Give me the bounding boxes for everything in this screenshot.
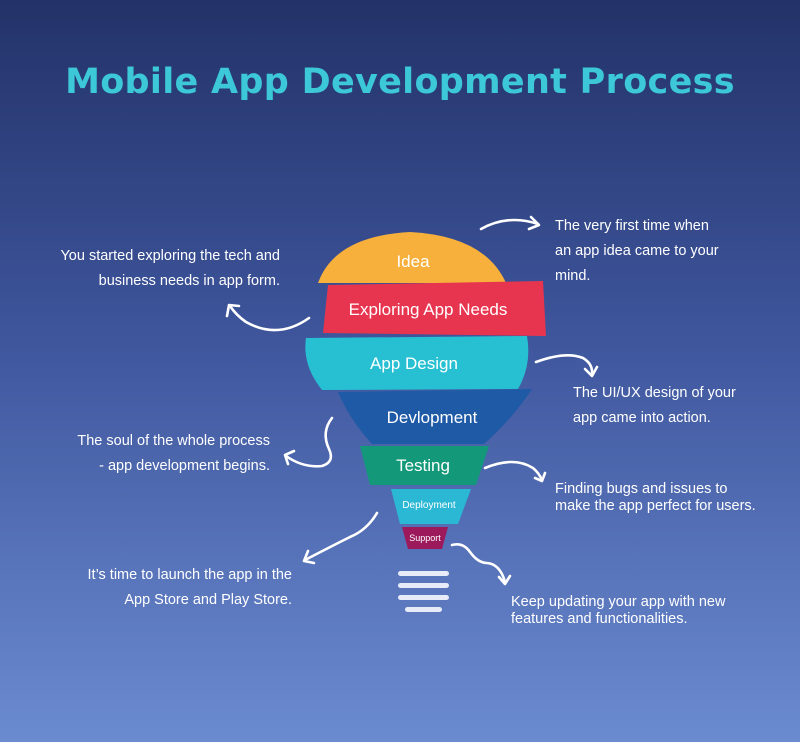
- desc-testing: Finding bugs and issues to make the app …: [555, 481, 756, 514]
- stage-support-shape: [402, 527, 448, 549]
- stage-deployment-shape: [391, 489, 471, 524]
- stage-design-shape: [305, 336, 529, 390]
- stage-label-testing: Testing: [396, 456, 450, 475]
- arrow-exploring-icon: [225, 303, 311, 332]
- stage-label-development: Devlopment: [387, 408, 478, 427]
- arrow-idea-icon: [479, 215, 541, 231]
- bulb-base-line: [398, 571, 449, 576]
- arrow-support-icon: [450, 543, 512, 586]
- stage-label-idea: Idea: [396, 252, 430, 271]
- bulb-base-line: [398, 583, 449, 588]
- arrow-development-icon: [283, 416, 334, 468]
- desc-idea: The very first time when an app idea cam…: [555, 218, 719, 284]
- bulb-base-line: [405, 607, 442, 612]
- desc-design: The UI/UX design of your app came into a…: [573, 385, 736, 426]
- stage-label-design: App Design: [370, 354, 458, 373]
- desc-deployment: It’s time to launch the app in the App S…: [87, 567, 292, 608]
- arrow-design-icon: [534, 353, 599, 378]
- stage-label-exploring: Exploring App Needs: [349, 300, 508, 319]
- stage-label-support: Support: [409, 533, 441, 543]
- stage-development-shape: [338, 389, 532, 444]
- page-title: Mobile App Development Process: [65, 62, 735, 102]
- desc-support: Keep updating your app with new features…: [511, 594, 726, 627]
- stage-idea-shape: [318, 232, 506, 283]
- bulb-base-line: [398, 595, 449, 600]
- desc-exploring: You started exploring the tech and busin…: [60, 248, 280, 289]
- stage-label-deployment: Deployment: [402, 500, 456, 511]
- stage-exploring-shape: [323, 281, 546, 336]
- stage-testing-shape: [360, 446, 489, 485]
- desc-development: The soul of the whole process - app deve…: [77, 433, 270, 474]
- arrow-testing-icon: [483, 460, 547, 483]
- arrow-deployment-icon: [302, 511, 379, 565]
